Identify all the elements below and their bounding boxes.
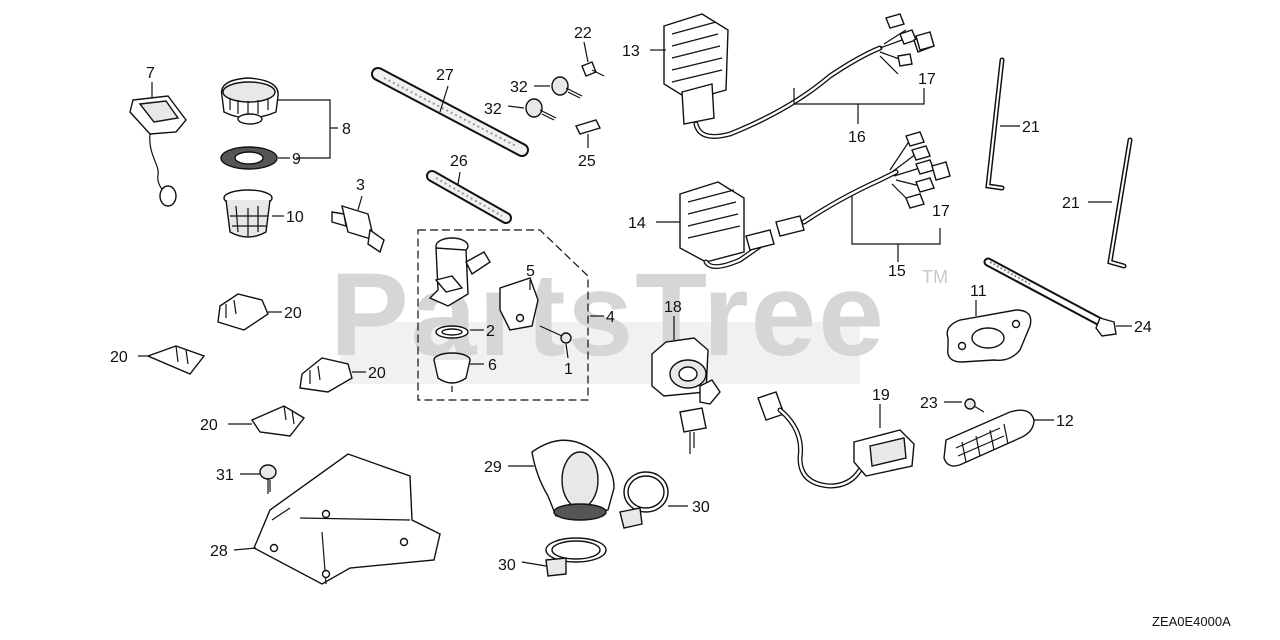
- part-2-oring: [435, 325, 469, 339]
- part-20-clip-left: [146, 345, 206, 375]
- part-22-bolt: [581, 61, 605, 77]
- callout-13: 13: [622, 43, 640, 60]
- callout-28: 28: [210, 543, 228, 560]
- callout-4: 4: [606, 309, 615, 326]
- callout-27: 27: [436, 67, 454, 84]
- callout-20-middle: 20: [368, 365, 386, 382]
- part-13-regulator: [663, 13, 935, 139]
- part-17-terminal-upper: [915, 31, 935, 51]
- part-1-screw: [539, 325, 572, 344]
- part-32-bolt-upper: [551, 76, 583, 99]
- part-5-valve-lever: [499, 277, 539, 331]
- part-4-fuel-valve-body: [428, 237, 491, 307]
- callout-26: 26: [450, 153, 468, 170]
- part-4-assembly-box: [417, 229, 589, 401]
- part-10-strainer: [223, 189, 273, 238]
- callout-17-upper: 17: [918, 71, 936, 88]
- part-11-gasket: [946, 309, 1032, 363]
- part-29-elbow-hose: [531, 439, 615, 521]
- part-27-long-hose: [371, 67, 529, 157]
- part-7-switch: [129, 95, 187, 207]
- callout-11: 11: [970, 283, 987, 300]
- part-24-long-bolt: [983, 257, 1117, 337]
- part-21-rod-upper: [985, 57, 1005, 191]
- callout-8: 8: [342, 121, 351, 138]
- callout-12: 12: [1056, 413, 1074, 430]
- callout-2: 2: [486, 323, 495, 340]
- callout-18: 18: [664, 299, 682, 316]
- callout-6: 6: [488, 357, 497, 374]
- watermark: PartsTree TM: [330, 249, 948, 384]
- part-20-clip-middle: [299, 357, 353, 393]
- part-32-bolt-lower: [525, 98, 557, 121]
- callout-20-upper: 20: [284, 305, 302, 322]
- part-18-ignition-switch: [651, 337, 709, 397]
- callout-5: 5: [526, 263, 535, 280]
- part-20-clip-lower: [250, 405, 306, 437]
- callout-19: 19: [872, 387, 890, 404]
- part-9-gasket: [220, 146, 278, 170]
- callout-15: 15: [888, 263, 906, 280]
- part-14-regulator: [679, 131, 935, 269]
- callout-23: 23: [920, 395, 938, 412]
- callout-1: 1: [564, 361, 573, 378]
- callout-3: 3: [356, 177, 365, 194]
- part-28-bracket-plate: [253, 453, 441, 585]
- callout-30-lower: 30: [498, 557, 516, 574]
- callout-32-lower: 32: [484, 101, 502, 118]
- part-21-rod-lower: [1107, 137, 1133, 269]
- part-30-clamp-lower: [545, 537, 607, 577]
- callout-20-left: 20: [110, 349, 128, 366]
- part-8-fuel-cap: [220, 77, 279, 125]
- callout-17-lower: 17: [932, 203, 950, 220]
- part-17-terminal-lower: [931, 161, 951, 181]
- callout-21-lower: 21: [1062, 195, 1080, 212]
- callout-25: 25: [578, 153, 596, 170]
- callout-21-upper: 21: [1022, 119, 1040, 136]
- diagram-code: ZEA0E4000A: [1152, 614, 1231, 629]
- callout-10: 10: [286, 209, 304, 226]
- callout-24: 24: [1134, 319, 1152, 336]
- leader-lines: [138, 41, 1132, 567]
- watermark-halftone: [340, 322, 860, 384]
- watermark-text: PartsTree: [330, 249, 886, 381]
- part-6-sediment-cup: [433, 352, 471, 392]
- callout-16: 16: [848, 129, 866, 146]
- part-12-grip: [943, 409, 1035, 467]
- part-26-short-hose: [426, 170, 512, 224]
- part-20-clip-upper: [217, 293, 269, 331]
- callout-7: 7: [146, 65, 155, 82]
- callout-31: 31: [216, 467, 234, 484]
- callout-30-right: 30: [692, 499, 710, 516]
- callout-9: 9: [292, 151, 301, 168]
- part-18-keys: [679, 379, 721, 454]
- part-30-clamp-right: [619, 471, 669, 529]
- part-19-module: [757, 391, 915, 489]
- part-25-plug: [575, 119, 601, 135]
- part-31-bolt: [259, 464, 277, 494]
- callout-labels: 7 8 9 10 3 27 26 22 32 32 25 13 17 16 14…: [110, 25, 1152, 574]
- callout-22: 22: [574, 25, 592, 42]
- callout-14: 14: [628, 215, 646, 232]
- part-23-screw: [964, 398, 985, 413]
- callout-29: 29: [484, 459, 502, 476]
- callout-32-upper: 32: [510, 79, 528, 96]
- callout-20-lower: 20: [200, 417, 218, 434]
- part-3-fuel-filter: [331, 204, 385, 254]
- watermark-trademark: TM: [922, 267, 948, 287]
